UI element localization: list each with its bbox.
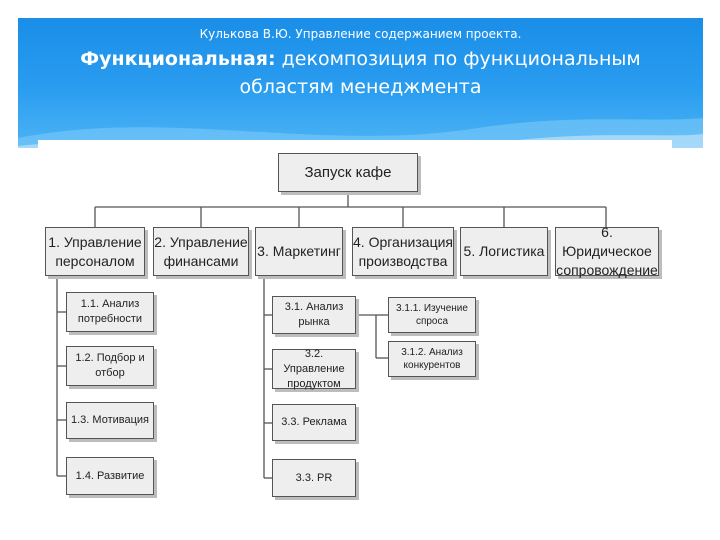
- node-finance-management: 2. Управление финансами: [153, 227, 249, 276]
- node-advertising: 3.3. Реклама: [272, 404, 356, 441]
- node-demand-study: 3.1.1. Изучение спроса: [388, 297, 476, 333]
- node-root: Запуск кафе: [278, 153, 418, 192]
- node-pr: 3.3. PR: [272, 459, 356, 497]
- node-needs-analysis: 1.1. Анализ потребности: [66, 292, 154, 332]
- node-competitor-analysis: 3.1.2. Анализ конкурентов: [388, 341, 476, 377]
- slide-title-rest: декомпозиция по функциональным областям …: [239, 48, 641, 98]
- node-market-analysis: 3.1. Анализ рынка: [272, 296, 356, 334]
- node-personnel-management: 1. Управление персоналом: [45, 227, 145, 276]
- node-recruitment: 1.2. Подбор и отбор: [66, 346, 154, 386]
- node-product-management: 3.2. Управление продуктом: [272, 348, 356, 390]
- node-legal-support: 6. Юридическое сопровождение: [555, 224, 659, 278]
- slide-subtitle: Кулькова В.Ю. Управление содержанием про…: [199, 27, 522, 41]
- slide-title: Функциональная: декомпозиция по функцион…: [58, 45, 663, 101]
- node-development: 1.4. Развитие: [66, 457, 154, 495]
- slide-title-bold: Функциональная:: [80, 48, 276, 70]
- node-logistics: 5. Логистика: [460, 227, 548, 276]
- node-production-organization: 4. Организация производства: [352, 227, 454, 276]
- node-marketing: 3. Маркетинг: [255, 227, 343, 276]
- node-motivation: 1.3. Мотивация: [66, 402, 154, 439]
